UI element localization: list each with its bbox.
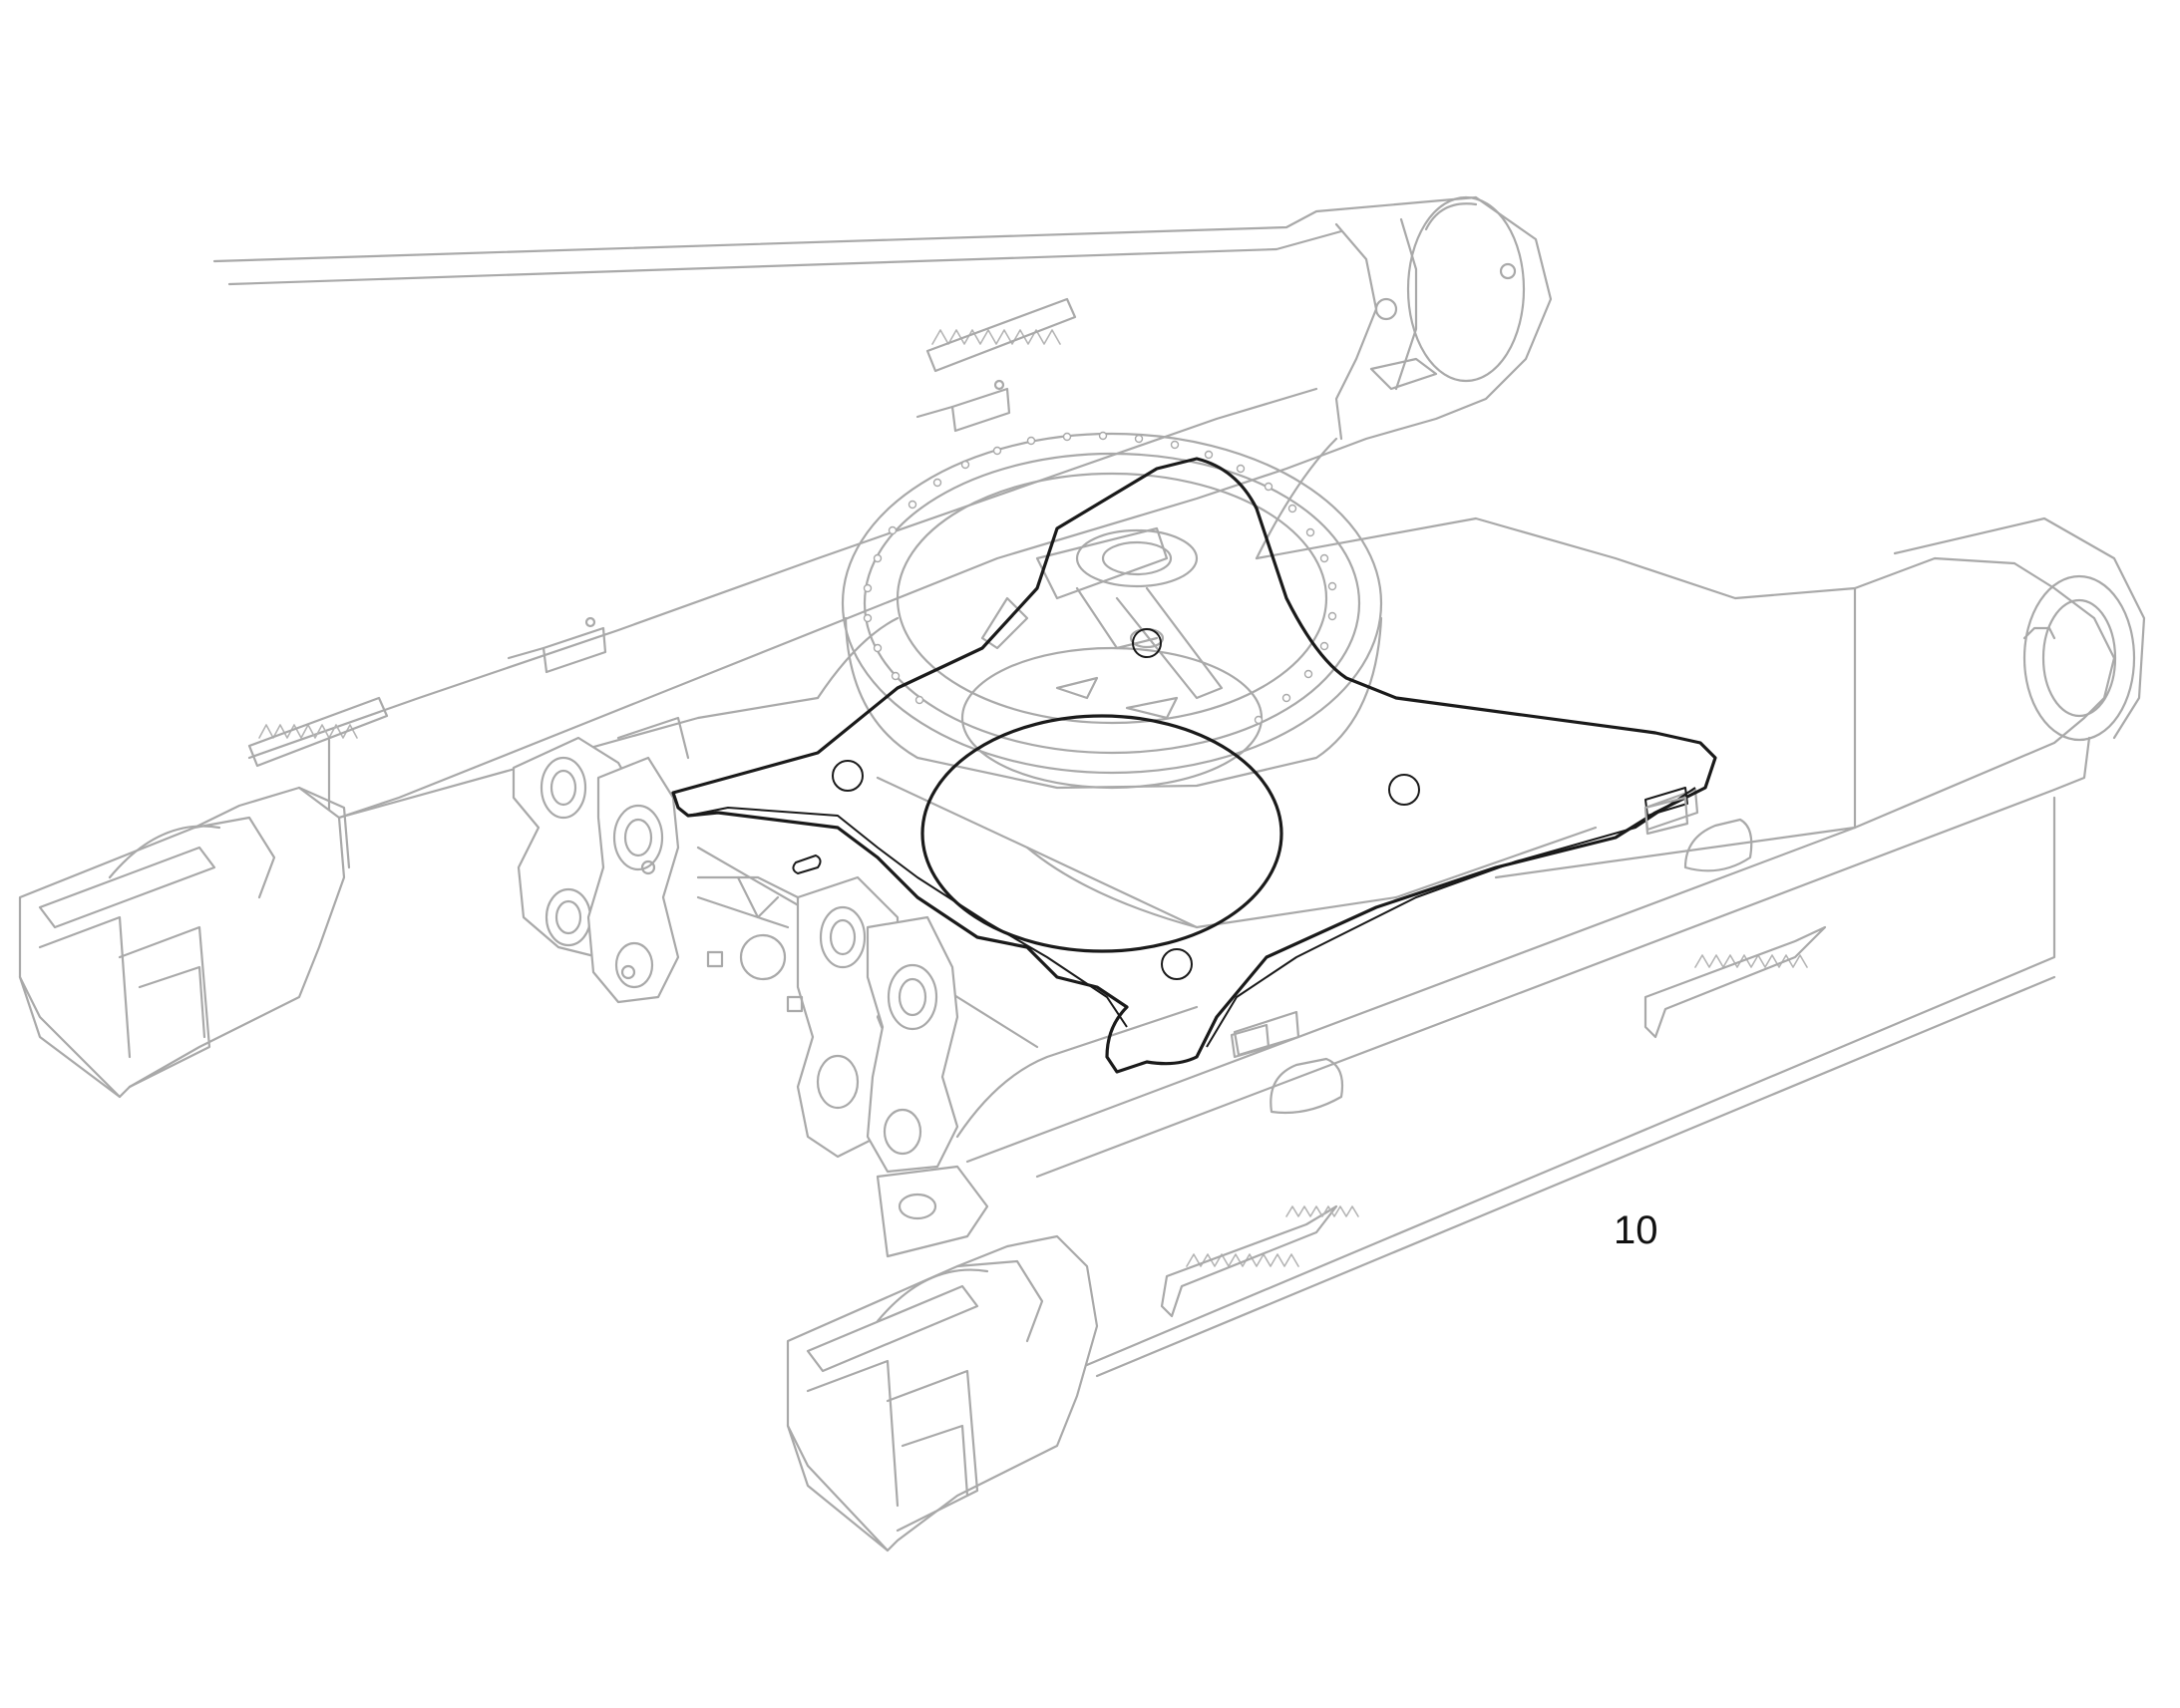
- cover-plate-bolt-hole: [1161, 948, 1193, 980]
- cover-plate-bolt-hole: [1388, 774, 1420, 806]
- cover-plate-bolt-hole: [832, 760, 864, 792]
- callout-label: 10: [1614, 1208, 1658, 1252]
- fastener-blocks: [1230, 796, 1689, 1059]
- cover-plate-bolt-hole: [1132, 628, 1162, 658]
- rear-track-frame: [212, 195, 1553, 820]
- cover-plate-part: [671, 457, 1717, 1074]
- center-carbody: [337, 437, 1857, 1139]
- front-track-frame-end: [786, 1165, 1099, 1552]
- dozer-pin-brackets: [512, 716, 959, 1174]
- cover-plate-center-opening: [920, 714, 1283, 953]
- front-track-frame: [965, 516, 2146, 1388]
- swing-bearing-ring: [841, 431, 1383, 790]
- left-track-frame-end: [18, 786, 351, 1099]
